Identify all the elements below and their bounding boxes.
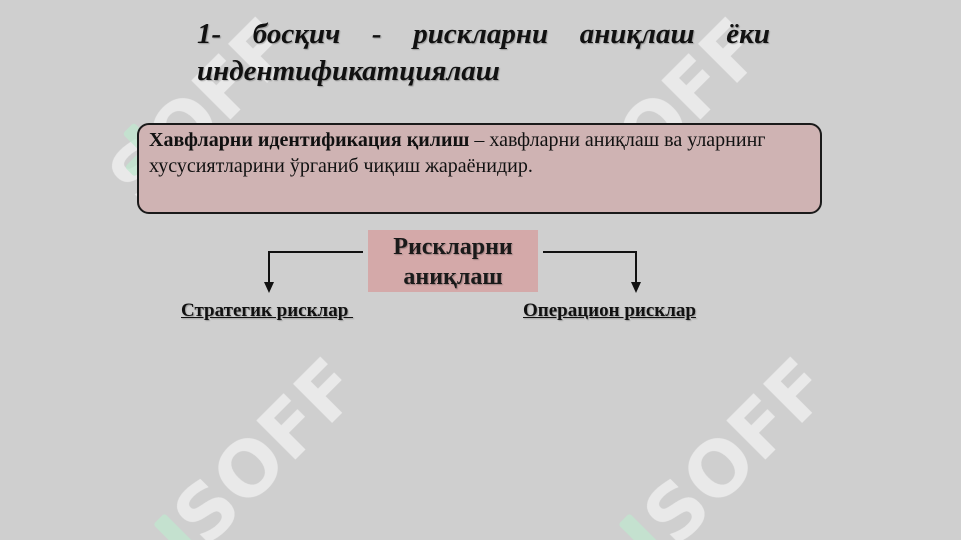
left-arrow-head <box>264 282 274 293</box>
definition-term: Хавфларни идентификация қилиш <box>149 129 470 151</box>
right-connector-line <box>543 251 637 284</box>
left-connector-line <box>268 251 363 284</box>
center-node-line2: аниқлаш <box>403 264 503 290</box>
slide-title: 1- босқич - рискларни аниқлаш ёки индент… <box>197 18 770 87</box>
left-branch-label: Стратегик рисклар <box>181 300 354 321</box>
definition-text: – хавфларни аниқлаш ва уларнинг хусусият… <box>149 129 766 177</box>
center-node-box: Рискларни аниқлаш <box>368 230 538 292</box>
right-branch-label: Операцион рисклар <box>523 300 696 321</box>
center-node-line1: Рискларни <box>393 234 513 260</box>
right-arrow-head <box>631 282 641 293</box>
definition-box: Хавфларни идентификация қилиш – хавфларн… <box>137 123 822 214</box>
